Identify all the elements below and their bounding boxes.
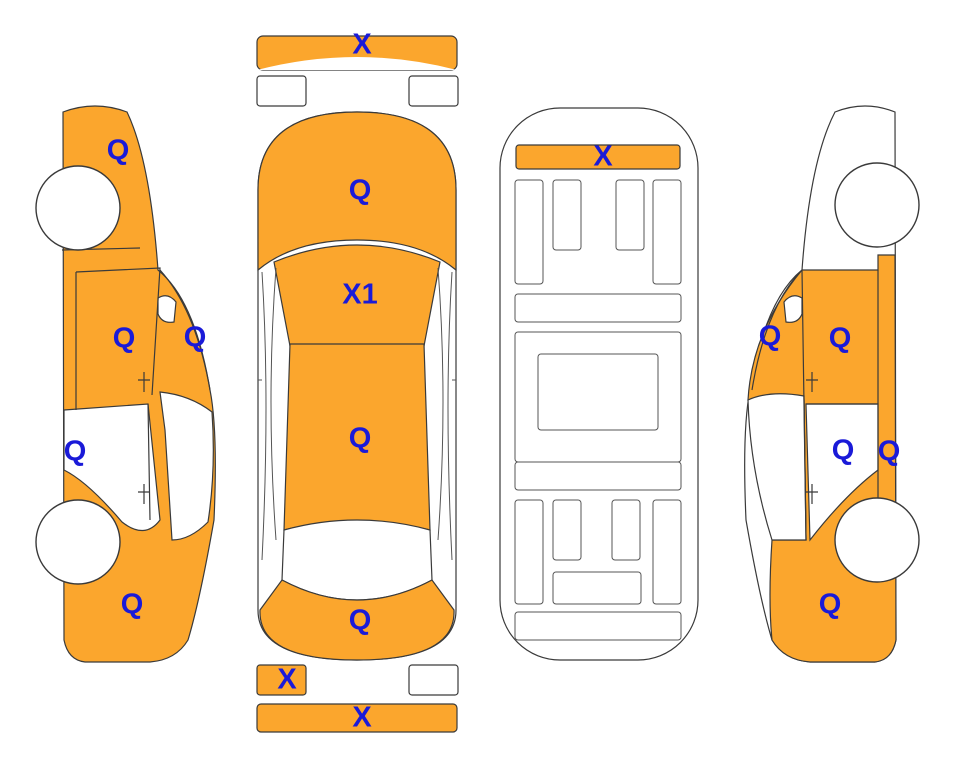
marker-front-bumper: X [352, 29, 372, 61]
marker-left-front-fender: Q [107, 135, 130, 167]
underbody-outline [499, 107, 699, 661]
marker-rear-bumper-left: X [277, 664, 297, 696]
left-side-window-rear [63, 403, 161, 532]
front-bumper-curve [257, 57, 457, 70]
underbody-front-panel [515, 144, 681, 170]
marker-hood: Q [349, 175, 372, 207]
right-front-wheel [834, 162, 920, 248]
taillight-left-panel [256, 664, 307, 696]
right-side-handle-front [806, 372, 818, 392]
right-side-window-front [747, 393, 807, 541]
headlight-left [256, 75, 307, 107]
left-side-handle-front [138, 372, 150, 392]
right-side-mirror [783, 295, 803, 323]
taillight-right [408, 664, 459, 696]
marker-right-front-door: Q [829, 323, 852, 355]
marker-roof: Q [349, 423, 372, 455]
hood-panel [257, 111, 457, 272]
right-side-handle-rear [806, 484, 818, 504]
marker-right-rear-door: Q [832, 435, 855, 467]
top-side-lines [258, 267, 456, 561]
marker-right-a-pillar: Q [759, 321, 782, 353]
marker-right-rocker: Q [878, 436, 901, 468]
left-side-view: Q Q Q Q Q [35, 105, 216, 663]
marker-windshield: X1 [342, 279, 377, 311]
left-side-window-front [159, 391, 214, 541]
marker-right-rear-quarter: Q [819, 589, 842, 621]
trunk-panel [259, 579, 455, 661]
right-rear-wheel [834, 497, 920, 583]
windshield-panel [273, 244, 441, 347]
left-side-handle-rear [138, 484, 150, 504]
marker-rear-bumper-bar: X [352, 702, 372, 734]
rear-window [281, 519, 433, 601]
right-side-view: Q Q Q Q Q [744, 105, 920, 663]
marker-left-rear-quarter: Q [121, 589, 144, 621]
left-front-wheel [35, 165, 121, 251]
right-side-door-lines [751, 269, 879, 541]
left-side-mirror [157, 295, 177, 323]
marker-left-rocker: Q [64, 436, 87, 468]
headlight-right [408, 75, 459, 107]
left-side-door-lines [61, 247, 211, 521]
marker-underbody-front: X [593, 141, 613, 173]
marker-trunk: Q [349, 605, 372, 637]
rear-bumper-panel [256, 703, 458, 733]
underbody-view: X [499, 107, 699, 661]
left-rear-wheel [35, 499, 121, 585]
marker-left-a-pillar: Q [184, 322, 207, 354]
underbody-structure [514, 179, 682, 641]
marker-left-front-door: Q [113, 323, 136, 355]
top-view: X Q X1 Q Q X X [256, 29, 459, 734]
